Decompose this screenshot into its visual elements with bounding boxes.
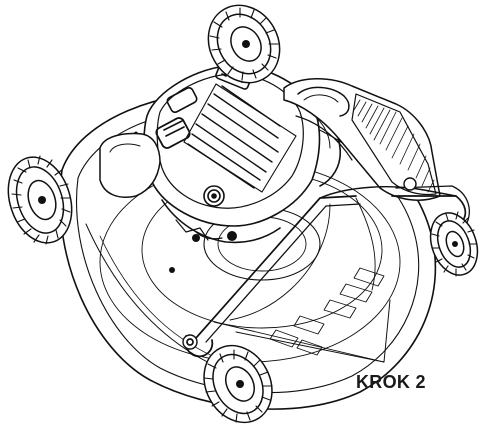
- wheel-rear-left: [207, 4, 281, 84]
- wheel-rear-right: [429, 211, 479, 277]
- step-label: KROK 2: [356, 372, 426, 392]
- wheel-front-right: [203, 344, 273, 424]
- wheel-front-left: [7, 155, 73, 245]
